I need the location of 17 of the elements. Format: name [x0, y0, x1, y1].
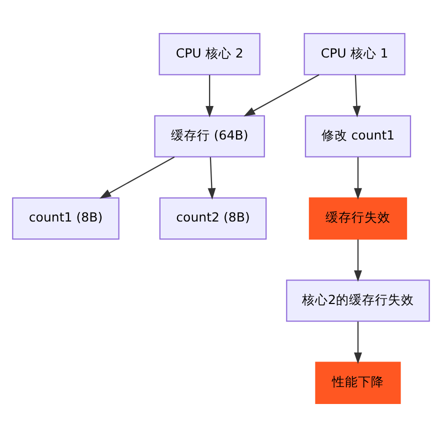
node-box: 性能下降 [315, 362, 401, 404]
node-box: 缓存行 (64B) [154, 115, 265, 158]
arrow [352, 74, 361, 118]
arrow [244, 74, 320, 116]
arrow [206, 75, 214, 118]
arrow [354, 157, 362, 200]
node-box: 核心2的缓存行失效 [286, 280, 430, 322]
node-box: 修改 count1 [304, 115, 412, 158]
node-box: 缓存行失效 [308, 197, 408, 240]
node-box: CPU 核心 2 [158, 33, 260, 76]
arrow [354, 322, 362, 364]
arrow [208, 157, 216, 200]
node-box: CPU 核心 1 [304, 33, 406, 76]
arrow [100, 156, 175, 199]
node-box: count2 (8B) [159, 197, 267, 240]
node-box: count1 (8B) [12, 197, 120, 240]
arrow [354, 239, 362, 282]
